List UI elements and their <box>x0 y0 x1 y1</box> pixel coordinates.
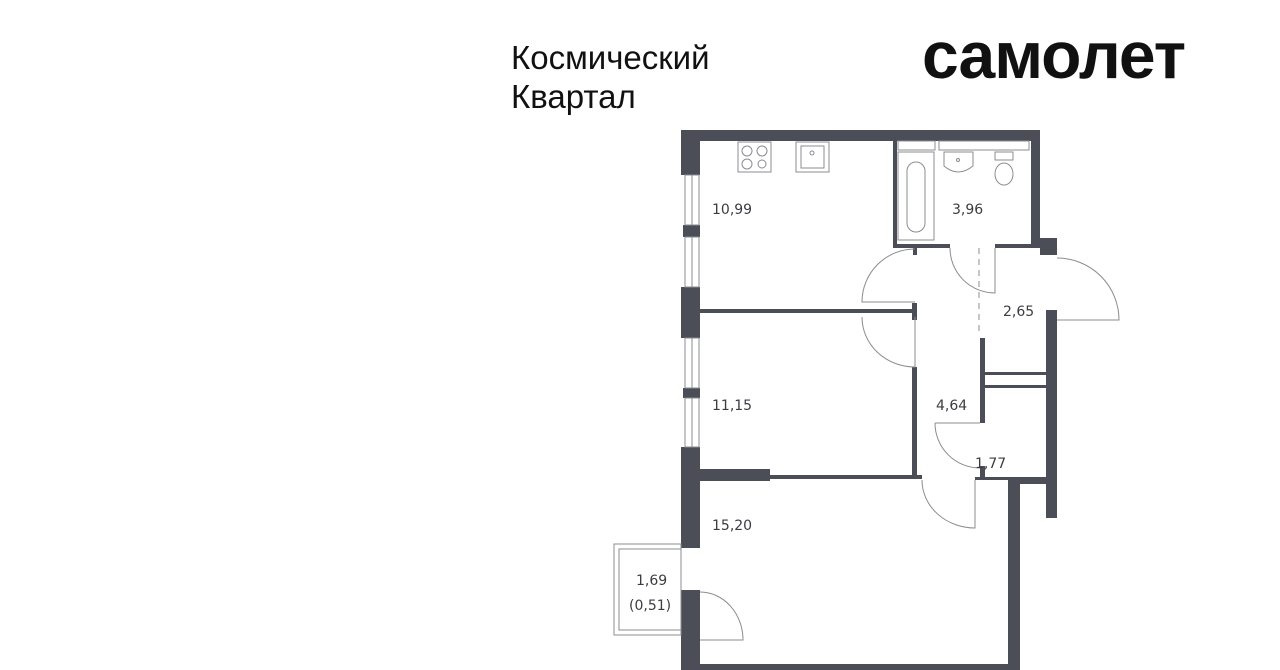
brand-logo: самолет <box>922 18 1186 92</box>
room-labels: 10,99 3,96 2,65 11,15 4,64 1,77 15,20 1,… <box>629 202 1034 614</box>
toilet-icon <box>994 151 1014 186</box>
room-area-balcony: 1,69 <box>636 573 667 589</box>
room-area-balcony-reduced: (0,51) <box>629 598 671 614</box>
stove-icon <box>737 141 772 173</box>
bathroom-door <box>949 247 996 294</box>
bedroom-door <box>861 316 916 368</box>
living-room-door <box>921 479 976 529</box>
bathtub-icon <box>897 151 935 241</box>
kitchen-door <box>861 248 916 303</box>
room-area-bedroom: 11,15 <box>712 398 752 414</box>
room-area-storage: 1,77 <box>975 456 1006 472</box>
balcony-door <box>699 591 744 641</box>
sink-icon <box>795 141 830 173</box>
washbasin-icon <box>943 151 974 173</box>
project-name-line2: Квартал <box>511 78 636 115</box>
room-area-bathroom: 3,96 <box>952 202 983 218</box>
room-area-corridor: 4,64 <box>936 398 967 414</box>
entrance-door <box>1056 257 1120 321</box>
bathroom-shelf <box>897 140 1030 151</box>
room-area-living-room: 15,20 <box>712 518 752 534</box>
room-area-kitchen: 10,99 <box>712 202 752 218</box>
doors <box>699 247 1120 641</box>
balcony-outline <box>613 543 682 636</box>
room-area-hallway-entry: 2,65 <box>1003 304 1034 320</box>
storage-door <box>934 422 981 469</box>
project-name-line1: Космический <box>511 39 710 76</box>
fixtures <box>737 140 1030 241</box>
windows <box>684 174 700 448</box>
walls <box>681 130 1057 670</box>
